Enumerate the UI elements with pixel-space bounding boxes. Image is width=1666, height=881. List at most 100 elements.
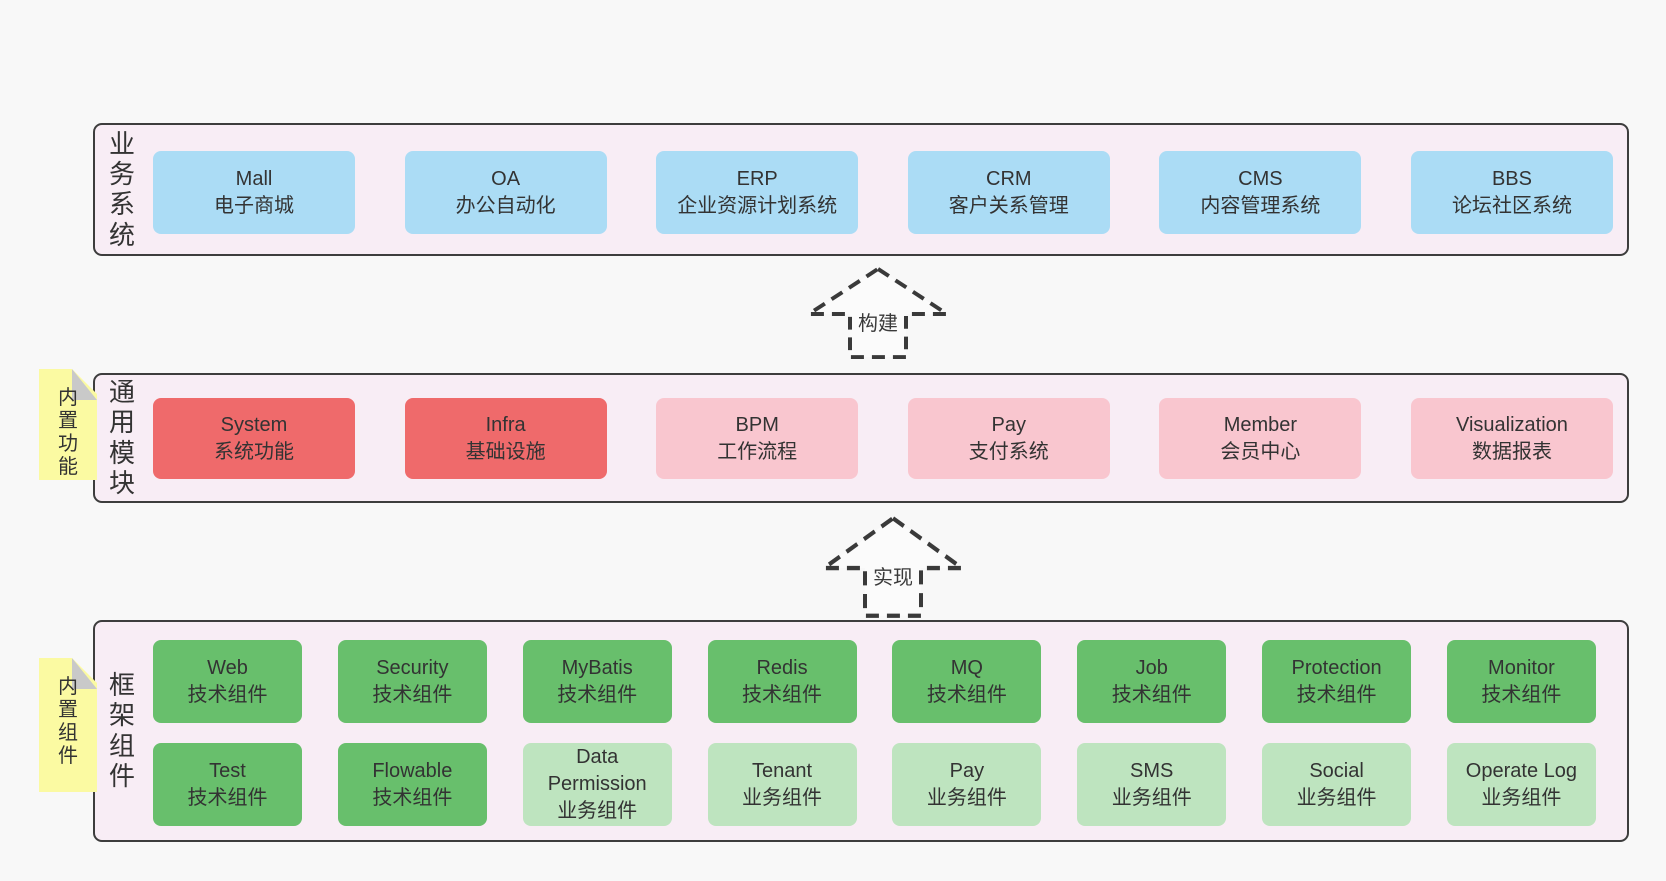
box-subtitle: 业务组件 [742,786,823,809]
sticky-note-text: 内置功能 [58,387,78,478]
box-subtitle: 业务组件 [1481,786,1562,809]
box-title: Flowable [372,759,453,782]
box-title: Pay [991,413,1027,436]
box-title: Infra [485,413,526,436]
box-title: Visualization [1456,413,1568,436]
box-subtitle: 技术组件 [372,786,453,809]
band-business-label: 业务系统 [108,128,135,250]
box-protection: Protection 技术组件 [1262,640,1412,723]
box-title: Mall [235,167,273,190]
box-title: OA [491,167,521,190]
box-redis: Redis 技术组件 [707,640,857,723]
box-subtitle: 业务组件 [557,799,638,822]
arrow-implement-label: 实现 [870,560,916,590]
components-box-row-1: Web 技术组件 Security 技术组件 MyBatis 技术组件 Redi… [153,640,1596,723]
box-title: Data Permission [547,746,647,796]
box-mybatis: MyBatis 技术组件 [522,640,672,723]
arrow-build: 构建 [806,266,950,360]
box-title: MQ [950,656,983,679]
band-modules-label: 通用模块 [108,377,135,499]
box-subtitle: 电子商城 [214,194,294,217]
box-title: Test [209,759,246,782]
box-title: Web [207,656,248,679]
box-subtitle: 论坛社区系统 [1451,194,1572,217]
box-subtitle: 系统功能 [214,440,294,463]
box-bbs: BBS 论坛社区系统 [1410,151,1613,234]
box-subtitle: 技术组件 [187,683,268,706]
sticky-note-built-in-functions: 内置功能 [39,369,97,480]
box-title: SMS [1130,759,1174,782]
box-flowable: Flowable 技术组件 [337,743,487,826]
box-subtitle: 支付系统 [968,440,1049,463]
band-common-modules: 内置功能 通用模块 System 系统功能 Infra 基础设施 BPM 工作流… [93,373,1629,503]
box-subtitle: 业务组件 [1111,786,1192,809]
box-title: BPM [735,413,779,436]
components-box-row-2: Test 技术组件 Flowable 技术组件 Data Permission … [153,743,1596,826]
box-title: BBS [1491,167,1532,190]
box-pay-system: Pay 支付系统 [907,398,1110,479]
band-components-label: 框架组件 [108,670,135,792]
box-crm: CRM 客户关系管理 [907,151,1110,234]
box-oa: OA 办公自动化 [404,151,607,234]
band-business-systems: 业务系统 Mall 电子商城 OA 办公自动化 ERP 企业资源计划系统 CRM… [93,123,1629,256]
box-subtitle: 基础设施 [465,440,546,463]
box-mq: MQ 技术组件 [892,640,1042,723]
box-member: Member 会员中心 [1159,398,1362,479]
sticky-note-text: 内置组件 [58,676,78,767]
box-title: Monitor [1488,656,1555,679]
arrow-build-label: 构建 [855,307,901,337]
box-title: Pay [949,759,985,782]
box-erp: ERP 企业资源计划系统 [656,151,859,234]
box-pay-component: Pay 业务组件 [892,743,1042,826]
box-subtitle: 企业资源计划系统 [677,194,838,217]
box-title: Redis [756,656,808,679]
box-subtitle: 技术组件 [1296,683,1377,706]
box-title: ERP [736,167,778,190]
box-subtitle: 会员中心 [1220,440,1301,463]
box-subtitle: 技术组件 [1111,683,1192,706]
box-bpm: BPM 工作流程 [656,398,859,479]
box-cms: CMS 内容管理系统 [1159,151,1362,234]
box-web: Web 技术组件 [153,640,302,723]
box-data-permission: Data Permission 业务组件 [522,743,672,826]
box-tenant: Tenant 业务组件 [707,743,857,826]
sticky-note-built-in-components: 内置组件 [39,658,97,792]
box-subtitle: 技术组件 [372,683,453,706]
box-job: Job 技术组件 [1077,640,1227,723]
box-infra: Infra 基础设施 [404,398,607,479]
box-security: Security 技术组件 [337,640,487,723]
box-subtitle: 数据报表 [1471,440,1552,463]
box-subtitle: 技术组件 [926,683,1007,706]
box-subtitle: 技术组件 [187,786,268,809]
box-title: Operate Log [1465,759,1577,782]
arrow-implement: 实现 [821,515,965,619]
box-subtitle: 内容管理系统 [1200,194,1321,217]
box-mall: Mall 电子商城 [153,151,355,234]
box-operate-log: Operate Log 业务组件 [1446,743,1596,826]
box-title: MyBatis [561,656,633,679]
modules-box-row: System 系统功能 Infra 基础设施 BPM 工作流程 Pay 支付系统… [153,398,1613,479]
box-subtitle: 技术组件 [1481,683,1562,706]
box-title: Protection [1291,656,1382,679]
box-sms: SMS 业务组件 [1077,743,1227,826]
box-test: Test 技术组件 [153,743,302,826]
box-subtitle: 工作流程 [717,440,798,463]
box-subtitle: 技术组件 [557,683,638,706]
box-title: CMS [1238,167,1283,190]
box-title: Social [1309,759,1364,782]
business-box-row: Mall 电子商城 OA 办公自动化 ERP 企业资源计划系统 CRM 客户关系… [153,151,1613,234]
box-subtitle: 业务组件 [926,786,1007,809]
box-title: System [220,413,288,436]
box-subtitle: 业务组件 [1296,786,1377,809]
box-social: Social 业务组件 [1262,743,1412,826]
box-title: Tenant [752,759,813,782]
band-framework-components: 内置组件 框架组件 Web 技术组件 Security 技术组件 MyBatis… [93,620,1629,842]
box-subtitle: 办公自动化 [455,194,556,217]
box-title: CRM [986,167,1032,190]
box-title: Member [1223,413,1298,436]
box-subtitle: 客户关系管理 [948,194,1069,217]
box-visualization: Visualization 数据报表 [1410,398,1613,479]
box-title: Security [376,656,449,679]
box-system: System 系统功能 [153,398,355,479]
box-title: Job [1135,656,1168,679]
